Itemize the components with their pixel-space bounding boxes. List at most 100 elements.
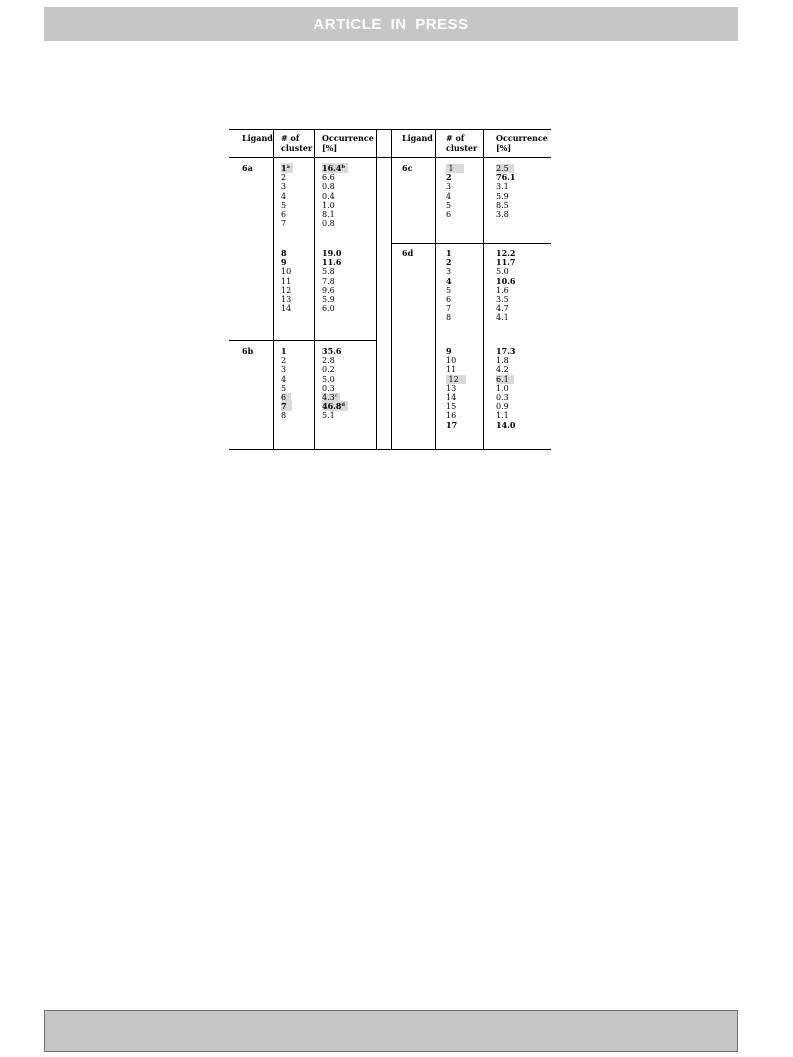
ligand-label: 6d [402, 248, 414, 258]
header-ligand-left: Ligand [242, 133, 273, 143]
footnote-mark: d [341, 402, 345, 409]
occurrence-cell: 5.0 [322, 374, 335, 384]
table-bottom-rule [229, 449, 551, 450]
header-ligand-right: Ligand [402, 133, 433, 143]
occurrence-cell: 5.9 [322, 294, 335, 304]
highlighted-occurrence: 2.5 [496, 164, 514, 173]
occurrence-column: 12.2 11.7 5.0 10.6 1.6 3.5 4.7 4.1 [496, 248, 516, 323]
occurrence-cell: 1.8 [496, 356, 509, 366]
cluster-cell: 13 [446, 383, 457, 393]
occurrence-cell: 2.8 [322, 356, 335, 366]
occurrence-cell: 9.6 [322, 285, 335, 295]
occurrence-cell: 11.6 [322, 257, 342, 268]
cluster-cell: 5 [446, 200, 452, 210]
footnote-mark: b [341, 164, 345, 170]
cluster-cell: 17 [446, 419, 458, 430]
cluster-cell: 3 [281, 182, 287, 192]
cluster-cell: 6 [281, 392, 292, 402]
cluster-occurrence-table: Ligand # of cluster Occurrence [%] Ligan… [229, 129, 551, 450]
cluster-cell: 13 [281, 294, 292, 304]
occurrence-cell: 0.4 [322, 191, 335, 201]
cluster-cell: 1 [281, 346, 287, 356]
cluster-cell: 6 [446, 294, 452, 304]
header-cluster-right-1: # of [446, 133, 465, 143]
cluster-cell: 10 [281, 267, 292, 277]
occurrence-cell: 4.1 [496, 313, 509, 323]
occurrence-cell: 4.7 [496, 304, 509, 314]
highlighted-cluster: 7 [281, 401, 293, 412]
occurrence-cell: 12.2 [496, 248, 516, 258]
occurrence-cell: 76.1 [496, 172, 516, 183]
occurrence-cell: 1.0 [496, 383, 509, 393]
cluster-column: 1 2 3 4 5 6 7 8 [446, 248, 452, 323]
occurrence-column: 16.4b 6.6 0.8 0.4 1.0 8.1 0.8 [322, 163, 348, 229]
cluster-cell: 9 [281, 257, 287, 268]
cluster-column: 1a 2 3 4 5 6 7 [281, 163, 293, 229]
occurrence-cell: 10.6 [496, 275, 516, 286]
occurrence-cell: 8.1 [322, 209, 335, 219]
col-rule-4 [391, 129, 392, 450]
banner-text: ARTICLE IN PRESS [313, 15, 469, 33]
cluster-cell: 12 [446, 374, 467, 384]
occurrence-cell: 4.3c [322, 392, 348, 402]
occurrence-cell: 1.1 [496, 411, 509, 421]
cluster-cell: 11 [446, 365, 457, 375]
highlighted-cluster: 1 [446, 164, 464, 173]
cluster-cell: 16 [446, 411, 457, 421]
highlighted-cluster: 6 [281, 392, 292, 402]
occurrence-cell: 17.3 [496, 346, 516, 356]
occurrence-cell: 46.8d [322, 401, 348, 412]
occurrence-cell: 8.5 [496, 200, 509, 210]
cluster-cell: 4 [446, 275, 452, 286]
cluster-cell: 9 [446, 346, 452, 356]
footnote-mark: a [286, 164, 290, 170]
cluster-cell: 5 [446, 285, 452, 295]
article-in-press-banner: ARTICLE IN PRESS [44, 7, 738, 41]
highlighted-occurrence: 16.4b [322, 163, 348, 173]
col-rule-2 [314, 129, 315, 450]
cluster-cell: 3 [446, 182, 452, 192]
col-rule-3 [376, 129, 377, 450]
occurrence-cell: 6.0 [322, 304, 335, 314]
occurrence-column: 19.0 11.6 5.8 7.8 9.6 5.9 6.0 [322, 248, 342, 314]
occurrence-cell: 5.1 [322, 411, 335, 421]
occurrence-cell: 6.6 [322, 173, 335, 183]
cluster-cell: 8 [281, 248, 287, 258]
cluster-cell: 2 [281, 356, 287, 366]
group-rule-6c-6d [392, 243, 551, 244]
highlighted-occurrence: 46.8d [322, 401, 348, 412]
occurrence-cell: 3.1 [496, 182, 509, 192]
cluster-cell: 6 [446, 209, 452, 219]
occurrence-cell: 5.0 [496, 267, 509, 277]
cluster-cell: 15 [446, 402, 457, 412]
occurrence-cell: 5.8 [322, 267, 335, 277]
cluster-cell: 5 [281, 383, 287, 393]
highlighted-cluster: 12 [446, 374, 467, 384]
occurrence-cell: 0.8 [322, 219, 335, 229]
cluster-cell: 7 [281, 219, 287, 229]
occurrence-cell: 5.9 [496, 191, 509, 201]
occurrence-cell: 16.4b [322, 163, 348, 173]
cluster-cell: 8 [281, 411, 287, 421]
cluster-cell: 10 [446, 356, 457, 366]
cluster-cell: 5 [281, 200, 287, 210]
occurrence-cell: 14.0 [496, 419, 516, 430]
occurrence-column: 2.5 76.1 3.1 5.9 8.5 3.8 [496, 164, 515, 219]
col-rule-5 [435, 129, 436, 450]
cluster-cell: 4 [281, 374, 287, 384]
occurrence-cell: 0.9 [496, 402, 509, 412]
cluster-column: 9 10 11 12 13 14 15 16 17 [446, 346, 467, 430]
occurrence-cell: 4.2 [496, 365, 509, 375]
occurrence-cell: 35.6 [322, 346, 342, 356]
occurrence-cell: 0.3 [322, 383, 335, 393]
cluster-cell: 2 [281, 173, 287, 183]
header-occurrence-right-1: Occurrence [496, 133, 548, 143]
group-rule-6a-6b [229, 340, 377, 341]
cluster-cell: 14 [446, 392, 457, 402]
ligand-label: 6a [242, 163, 253, 173]
occurrence-cell: 0.2 [322, 365, 335, 375]
header-occurrence-left-1: Occurrence [322, 133, 374, 143]
col-rule-6 [483, 129, 484, 450]
cluster-cell: 2 [446, 257, 452, 268]
header-occurrence-right-2: [%] [496, 143, 512, 153]
